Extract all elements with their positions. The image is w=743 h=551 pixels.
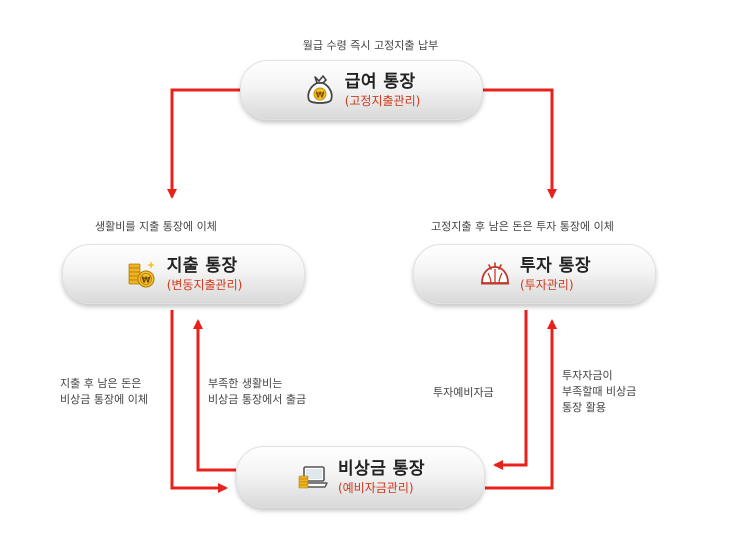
coin-stack-icon: ₩	[128, 261, 155, 288]
laptop-coins-icon	[298, 466, 328, 489]
arrow-emerg-to-spend	[193, 319, 236, 472]
svg-text:₩: ₩	[315, 91, 324, 100]
arrow-salary-to-invest	[483, 88, 557, 199]
node-salary-subtitle: (고정지출관리)	[344, 93, 421, 108]
arrow-salary-to-spend	[167, 88, 240, 199]
svg-text:₩: ₩	[141, 276, 150, 285]
label-emerg-to-invest: 투자자금이 부족할때 비상금 통장 활용	[562, 369, 637, 414]
money-bag-icon: ₩	[307, 75, 333, 104]
dumpling-icon	[481, 262, 509, 285]
node-emerg-title: 비상금 통장	[337, 458, 426, 479]
arrow-emerg-to-invest	[485, 319, 557, 490]
label-spend-to-emerg: 지출 후 남은 돈은 비상금 통장에 이체	[60, 377, 148, 406]
label-invest-to-emerg: 투자예비자금	[433, 386, 494, 399]
label-salary-payday: 월급 수령 즉시 고정지출 납부	[302, 39, 439, 52]
node-salary-account: ₩ 급여 통장 (고정지출관리)	[240, 60, 483, 120]
label-salary-to-spend: 생활비를 지출 통장에 이체	[95, 220, 217, 233]
arrow-spend-to-emerg	[170, 310, 228, 493]
node-spend-title: 지출 통장	[166, 255, 238, 276]
node-invest-title: 투자 통장	[520, 255, 591, 276]
label-emerg-to-spend: 부족한 생활비는 비상금 통장에서 출금	[208, 377, 307, 406]
node-emergency-account: 비상금 통장 (예비자금관리)	[236, 446, 485, 508]
node-investment-account: 투자 통장 (투자관리)	[413, 244, 656, 304]
node-emerg-subtitle: (예비자금관리)	[337, 480, 414, 495]
node-invest-subtitle: (투자관리)	[520, 277, 574, 292]
node-spending-account: ₩ 지출 통장 (변동지출관리)	[62, 244, 305, 304]
node-salary-title: 급여 통장	[344, 71, 416, 92]
node-spend-subtitle: (변동지출관리)	[166, 277, 243, 292]
arrow-invest-to-emerg	[493, 310, 528, 470]
label-salary-to-invest: 고정지출 후 남은 돈은 투자 통장에 이체	[431, 220, 614, 233]
